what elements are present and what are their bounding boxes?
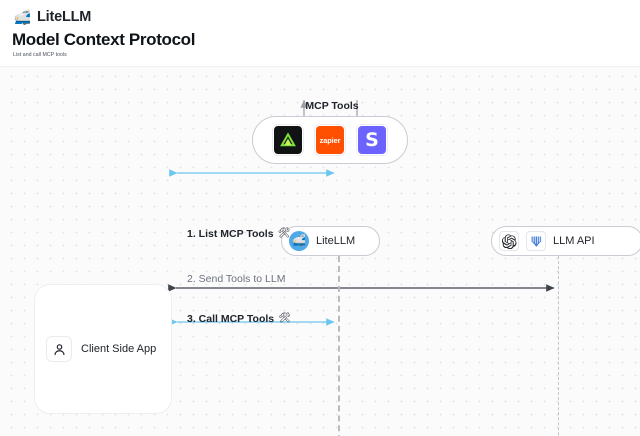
node-llm-api[interactable]: LLM API bbox=[491, 226, 640, 256]
step-3-label: 3. Call MCP Tools 🛠 bbox=[187, 313, 291, 325]
hammer-and-wrench-icon: 🛠 bbox=[277, 228, 291, 239]
letter-s-icon[interactable]: S bbox=[357, 125, 387, 155]
person-icon bbox=[46, 336, 72, 362]
brand: 🚅 LiteLLM bbox=[13, 7, 92, 27]
lifeline-litellm bbox=[338, 256, 340, 436]
zapier-text: zapier bbox=[319, 135, 341, 145]
hammer-and-wrench-icon: 🛠 bbox=[278, 313, 291, 324]
page-subtitle: List and call MCP tools bbox=[13, 52, 67, 58]
openai-icon bbox=[499, 231, 519, 251]
diagram-canvas[interactable]: MCP Tools zapier S 🚅 LiteLLM bbox=[0, 66, 640, 436]
step-1-label: 1. List MCP Tools 🛠 bbox=[187, 228, 290, 240]
anthropic-icon bbox=[526, 231, 546, 251]
lifeline-llm-api bbox=[558, 256, 559, 436]
litellm-avatar-icon: 🚅 bbox=[289, 231, 309, 251]
step-1-text: 1. List MCP Tools bbox=[187, 228, 274, 240]
slack-letter: S bbox=[365, 128, 379, 151]
step-2-label: 2. Send Tools to LLM bbox=[187, 273, 285, 285]
zapier-wordmark-icon[interactable]: zapier bbox=[315, 125, 345, 155]
node-litellm-label: LiteLLM bbox=[316, 235, 356, 247]
brand-name: LiteLLM bbox=[37, 9, 92, 25]
node-llm-api-label: LLM API bbox=[553, 235, 595, 247]
green-triangle-icon[interactable] bbox=[273, 125, 303, 155]
canvas-top-divider bbox=[0, 66, 640, 67]
client-side-app-label: Client Side App bbox=[81, 343, 157, 355]
mcp-tools-group[interactable]: zapier S bbox=[252, 116, 408, 164]
page-title: Model Context Protocol bbox=[12, 30, 196, 49]
bullet-train-icon: 🚅 bbox=[13, 9, 32, 25]
mcp-tools-label: MCP Tools bbox=[305, 100, 359, 112]
step-2-text: 2. Send Tools to LLM bbox=[187, 273, 286, 285]
client-side-app[interactable]: Client Side App bbox=[46, 336, 156, 362]
step-3-text: 3. Call MCP Tools bbox=[187, 313, 275, 325]
node-litellm[interactable]: 🚅 LiteLLM bbox=[281, 226, 380, 256]
